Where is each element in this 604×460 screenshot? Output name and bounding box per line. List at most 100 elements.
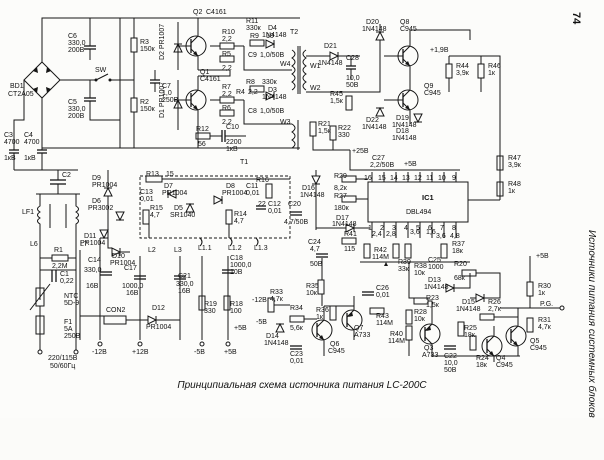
c21-value: 330,0	[176, 281, 194, 288]
c3-voltage: 1кВ	[4, 155, 16, 162]
page-number: 74	[570, 12, 582, 25]
resistor-r24: R24 18к	[469, 335, 489, 369]
r12-label: R12	[196, 126, 209, 133]
r16-value: 22	[258, 201, 266, 208]
resistor-r27: R27 180к	[334, 193, 357, 212]
r28-value: 10к	[414, 316, 426, 323]
transistor-q9: Q9 C945	[384, 76, 441, 124]
diode-d12: D12 PR1004	[146, 305, 171, 331]
capacitor-c3: C3 4700 1кВ	[4, 132, 20, 170]
r33-value: 4,7к	[270, 296, 284, 303]
transistor-q1: Q1 C4161	[178, 69, 221, 148]
r43-value: 114М	[376, 320, 393, 327]
d18-type: 1N4148	[392, 135, 417, 142]
q8-label: Q8	[400, 19, 409, 26]
diode-d19: D19 1N4148	[392, 115, 417, 129]
c25-label: C25	[428, 257, 441, 264]
d13-type: 1N4148	[424, 284, 449, 291]
resistor-r16: R16 22	[256, 177, 273, 208]
transistor-q2: Q2 C4161	[178, 9, 227, 70]
driver-section: D21 1N4148 C28 10,0 50В R45 1,5к D20 1N4…	[306, 19, 522, 200]
c4-value: 4700	[24, 139, 40, 146]
resistor-r10: R10 2,2	[210, 29, 244, 50]
diode-d21: D21 1N4148	[306, 43, 360, 67]
r30-value: 1к	[538, 290, 546, 297]
capacitor-c2: C2	[50, 170, 71, 194]
r36-label: R36	[316, 307, 329, 314]
r23-label: R23	[426, 295, 439, 302]
diode-d17: D17 1N4148	[316, 215, 370, 233]
line-filter-lf1: LF1 L6 L7	[22, 193, 88, 248]
fuse-f1: F1 5A 250В	[35, 315, 81, 340]
c6-voltage: 200В	[68, 47, 85, 54]
diode-d6: D6 PR3002	[88, 198, 125, 222]
r7-value: 2,2	[222, 91, 232, 98]
plus5b-label: +5В	[536, 253, 549, 260]
d6-label: D6	[92, 198, 101, 205]
d4-type: 1N4148	[262, 32, 287, 39]
diode-d5: D5 SR1040	[170, 202, 195, 219]
minus5b-label: -5В	[256, 319, 267, 326]
resistor-r30: R30 1к	[526, 281, 551, 297]
r40-label: R40	[390, 331, 403, 338]
connector-con2: CON2	[103, 307, 127, 325]
q3-type: A733	[422, 352, 438, 359]
diode-d11: D11 PR1004	[80, 229, 109, 247]
vref-1: 2,8	[386, 231, 396, 238]
pin-11: 11	[426, 175, 433, 182]
d14-type: 1N4148	[264, 340, 289, 347]
diode-d18: D18 1N4148	[392, 113, 423, 142]
capacitor-c7: C7 1,0 250В	[150, 70, 179, 104]
r45-label: R45	[330, 91, 343, 98]
diode-d1: D1 PR1007	[159, 80, 183, 130]
q8-type: C945	[400, 26, 417, 33]
r8-label: R8	[246, 79, 255, 86]
minus12-label: -12В	[92, 349, 107, 356]
transformer-t2: T2 W4 W1 W2 W3	[280, 29, 321, 126]
q4-label: Q4	[496, 355, 505, 362]
r13-value: 15	[166, 171, 174, 178]
r13-label: R13	[146, 171, 159, 178]
q2-label: Q2	[193, 9, 202, 16]
vref-5: 4,8	[450, 233, 460, 240]
r27-label: R27	[334, 193, 347, 200]
d12-label: D12	[152, 305, 165, 312]
r47-label: R47	[508, 155, 521, 162]
power-good-section: R20 68к D13 1N4148 D15 1N4148 R26 2,7к +…	[388, 253, 565, 374]
d6-type: PR3002	[88, 205, 113, 212]
transistor-q8: Q8 C945	[384, 19, 419, 76]
resistor-r36: R36 1к	[316, 305, 337, 321]
capacitor-c13: C13 0,01	[140, 189, 154, 203]
r45-value: 1,5к	[330, 98, 344, 105]
c24-label: C24	[308, 239, 321, 246]
r40-value: 114М	[388, 338, 405, 345]
q1-type: C4161	[200, 76, 221, 83]
c8-label: C8	[248, 108, 257, 115]
q9-type: C945	[424, 90, 441, 97]
d10-type: PR1004	[110, 260, 135, 267]
output-filters: L2 L3 L1.1 L1.2 L1.3 C14 330,0 16В C17 1…	[79, 237, 268, 356]
ic1-label: IC1	[422, 193, 434, 202]
secondary-rectifiers: D9 PR1004 D6 PR3002 R13 15 D7 PR1004 D8 …	[80, 170, 291, 267]
resistor-r14: R14 4,7	[225, 209, 247, 225]
r11-label: R11	[246, 18, 258, 25]
diode-d22: D22 1N4148	[362, 106, 387, 131]
r30-label: R30	[538, 283, 551, 290]
schematic-page: BD1 CT2A05 C3 4700 1кВ C4 4700 1кВ	[4, 9, 597, 418]
c28-voltage: 50В	[346, 82, 359, 89]
c27-label: C27	[372, 155, 385, 162]
resistor-r41: R41 115	[341, 231, 357, 253]
resistor-r48: R48 1к	[496, 181, 521, 197]
resistor-r5: R5 2,2	[219, 51, 235, 72]
q4-type: C945	[496, 362, 513, 369]
resistor-r3: R3 150к	[130, 18, 156, 80]
capacitor-c9: C9 1,0/50В	[248, 52, 284, 59]
c20-value: 4,7/50В	[284, 219, 308, 226]
q7-label: Q7	[354, 325, 363, 332]
c3-value: 4700	[4, 139, 20, 146]
r33-label: R33	[270, 289, 283, 296]
d22-type: 1N4148	[362, 124, 387, 131]
resistor-r34: R34 5,6к	[289, 305, 305, 332]
r9-value: 10	[266, 33, 274, 40]
c17-label: C17	[124, 265, 137, 272]
